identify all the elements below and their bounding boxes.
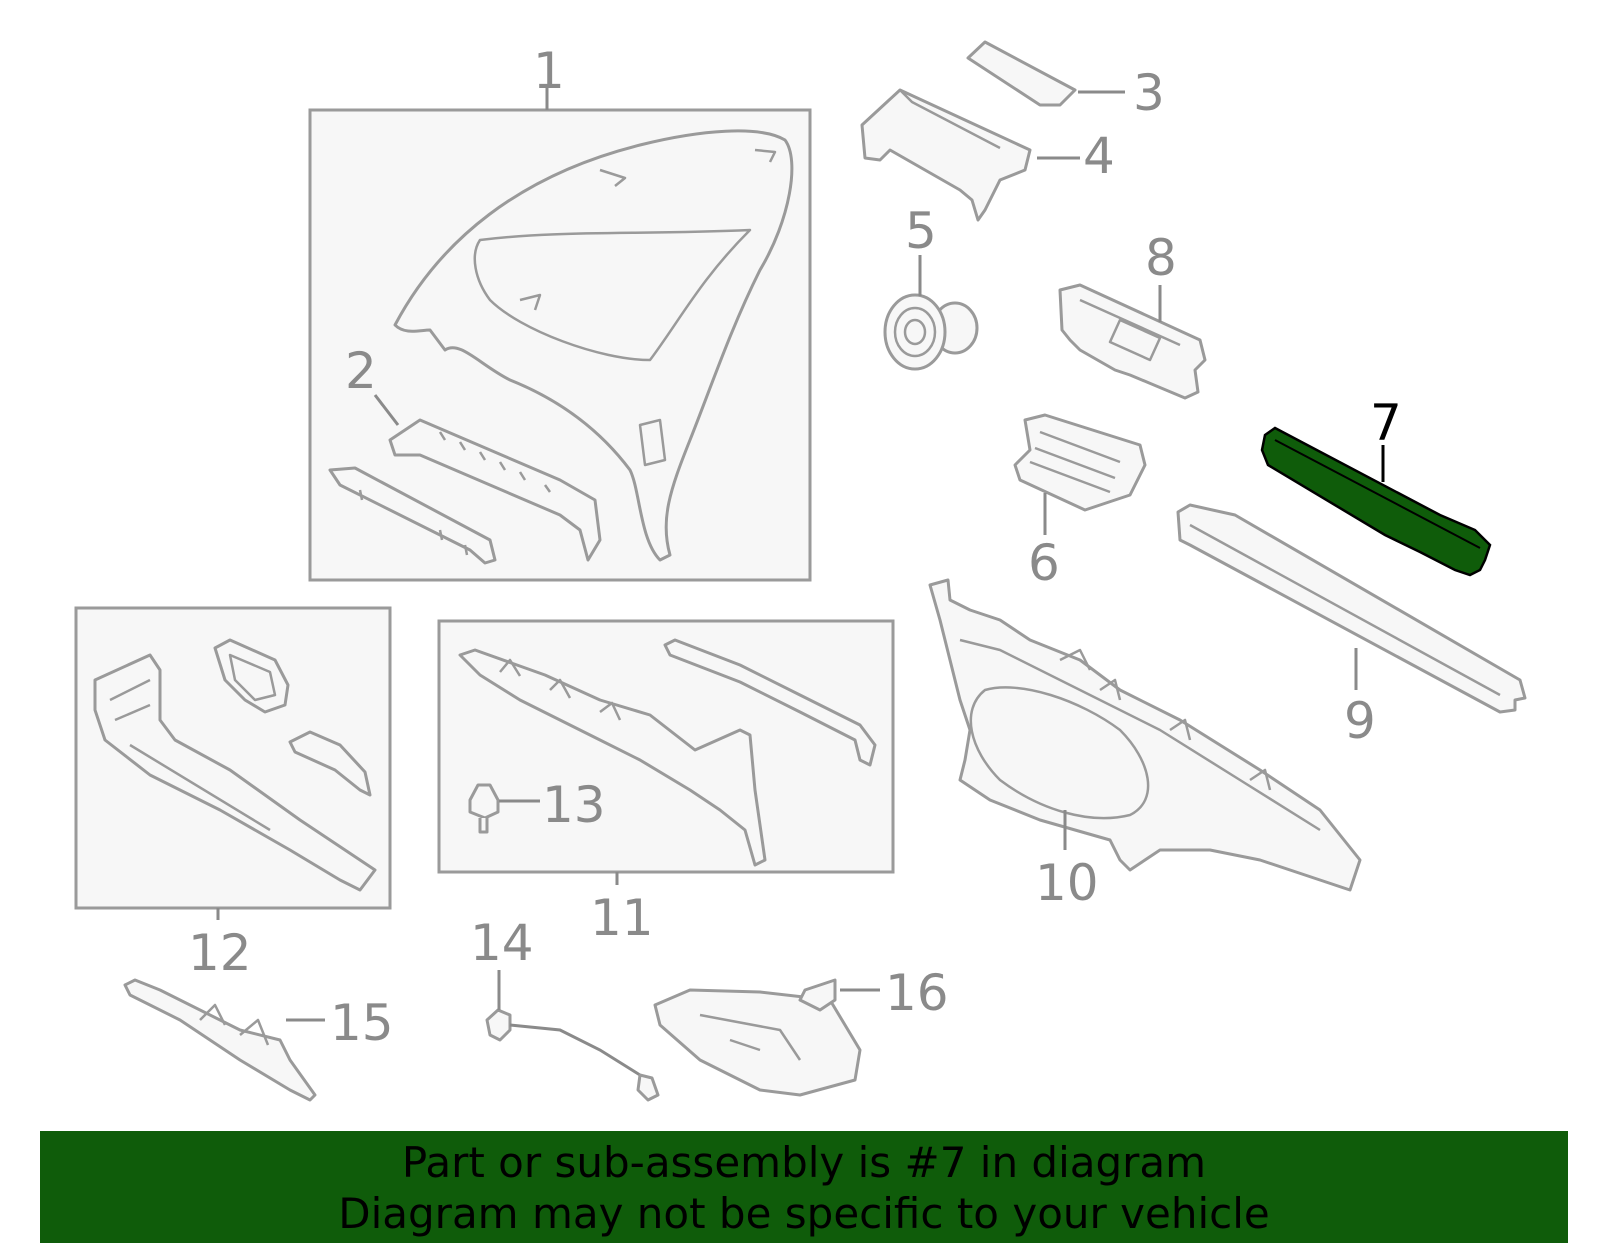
callout-7: 7 [1370, 394, 1402, 452]
part-9-strip [1176, 503, 1527, 714]
part-11-bracket [458, 638, 877, 867]
callout-9: 9 [1344, 692, 1376, 750]
callout-11: 11 [590, 889, 654, 947]
callout-5: 5 [905, 202, 937, 260]
callout-13: 13 [542, 776, 606, 834]
part-10-frame [928, 578, 1362, 892]
part-5-knob [883, 293, 979, 371]
callout-6: 6 [1028, 534, 1060, 592]
callout-2: 2 [345, 342, 377, 400]
callout-1: 1 [533, 42, 565, 100]
callout-8: 8 [1145, 229, 1177, 287]
banner-line-disclaimer: Diagram may not be specific to your vehi… [338, 1189, 1270, 1238]
part-4-bracket [860, 88, 1032, 222]
part-6-vent [1013, 413, 1147, 512]
part-8-bracket [1058, 283, 1207, 400]
part-13-plug [468, 783, 500, 834]
part-1-glove-box-door [393, 129, 794, 562]
callout-15: 15 [330, 994, 394, 1052]
leader-lines [216, 85, 1385, 1022]
callout-12: 12 [188, 924, 252, 982]
part-12-housing [93, 638, 377, 892]
banner-line-part-number: Part or sub-assembly is #7 in diagram [401, 1138, 1207, 1187]
part-7-highlighted [1260, 426, 1492, 577]
callout-10: 10 [1035, 854, 1099, 912]
part-2-trim [328, 418, 602, 565]
part-3-cover [966, 40, 1077, 107]
part-16-tray [653, 978, 862, 1097]
callout-14: 14 [470, 914, 534, 972]
callout-4: 4 [1083, 127, 1115, 185]
callout-3: 3 [1133, 64, 1165, 122]
disclaimer-banner: Part or sub-assembly is #7 in diagram Di… [40, 1131, 1568, 1243]
callout-16: 16 [885, 964, 949, 1022]
part-15-trim [123, 978, 317, 1102]
part-14-cable [485, 1008, 660, 1102]
